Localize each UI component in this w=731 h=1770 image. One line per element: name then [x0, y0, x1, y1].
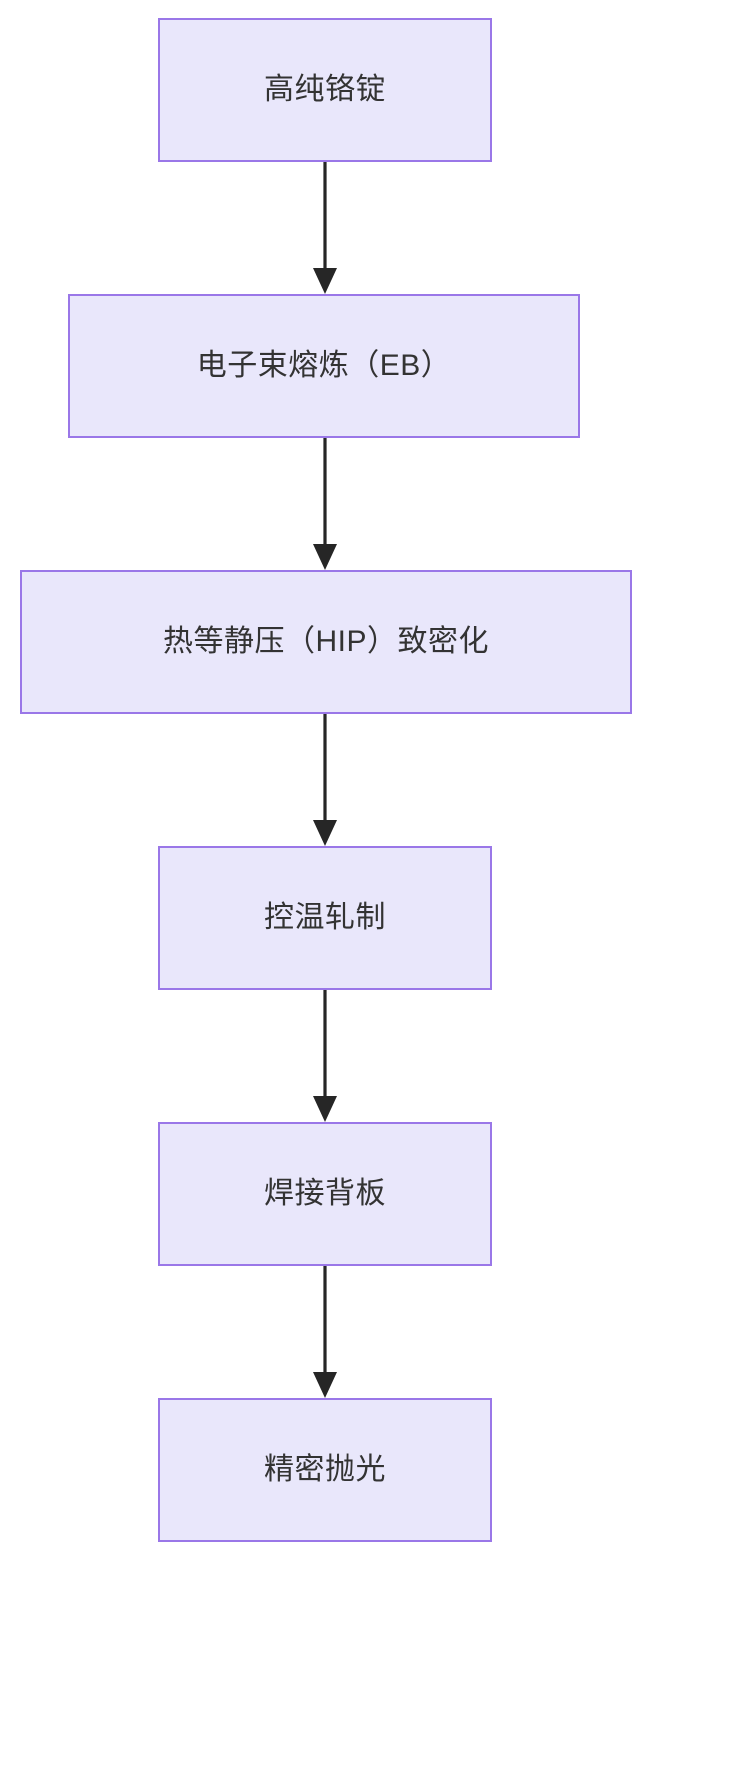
flow-node-label: 焊接背板 [264, 1177, 386, 1210]
flow-node-high-purity-chromium-ingot[interactable]: 高纯铬锭 [158, 18, 492, 162]
edge-n4-n5 [313, 990, 337, 1122]
flow-node-label: 控温轧制 [264, 901, 386, 934]
flow-node-label: 电子束熔炼（EB） [196, 349, 452, 382]
edge-n3-n4 [313, 714, 337, 846]
edge-n5-n6 [313, 1266, 337, 1398]
edge-n1-n2 [313, 162, 337, 294]
flow-node-label: 热等静压（HIP）致密化 [162, 625, 489, 658]
flow-node-backing-plate-welding[interactable]: 焊接背板 [158, 1122, 492, 1266]
flow-node-electron-beam-melting[interactable]: 电子束熔炼（EB） [68, 294, 580, 438]
flow-node-label: 高纯铬锭 [264, 73, 386, 106]
edge-n2-n3 [313, 438, 337, 570]
flow-node-hip-densification[interactable]: 热等静压（HIP）致密化 [20, 570, 632, 714]
flow-node-precision-polishing[interactable]: 精密抛光 [158, 1398, 492, 1542]
flow-node-temperature-controlled-rolling[interactable]: 控温轧制 [158, 846, 492, 990]
flow-node-label: 精密抛光 [264, 1453, 386, 1486]
